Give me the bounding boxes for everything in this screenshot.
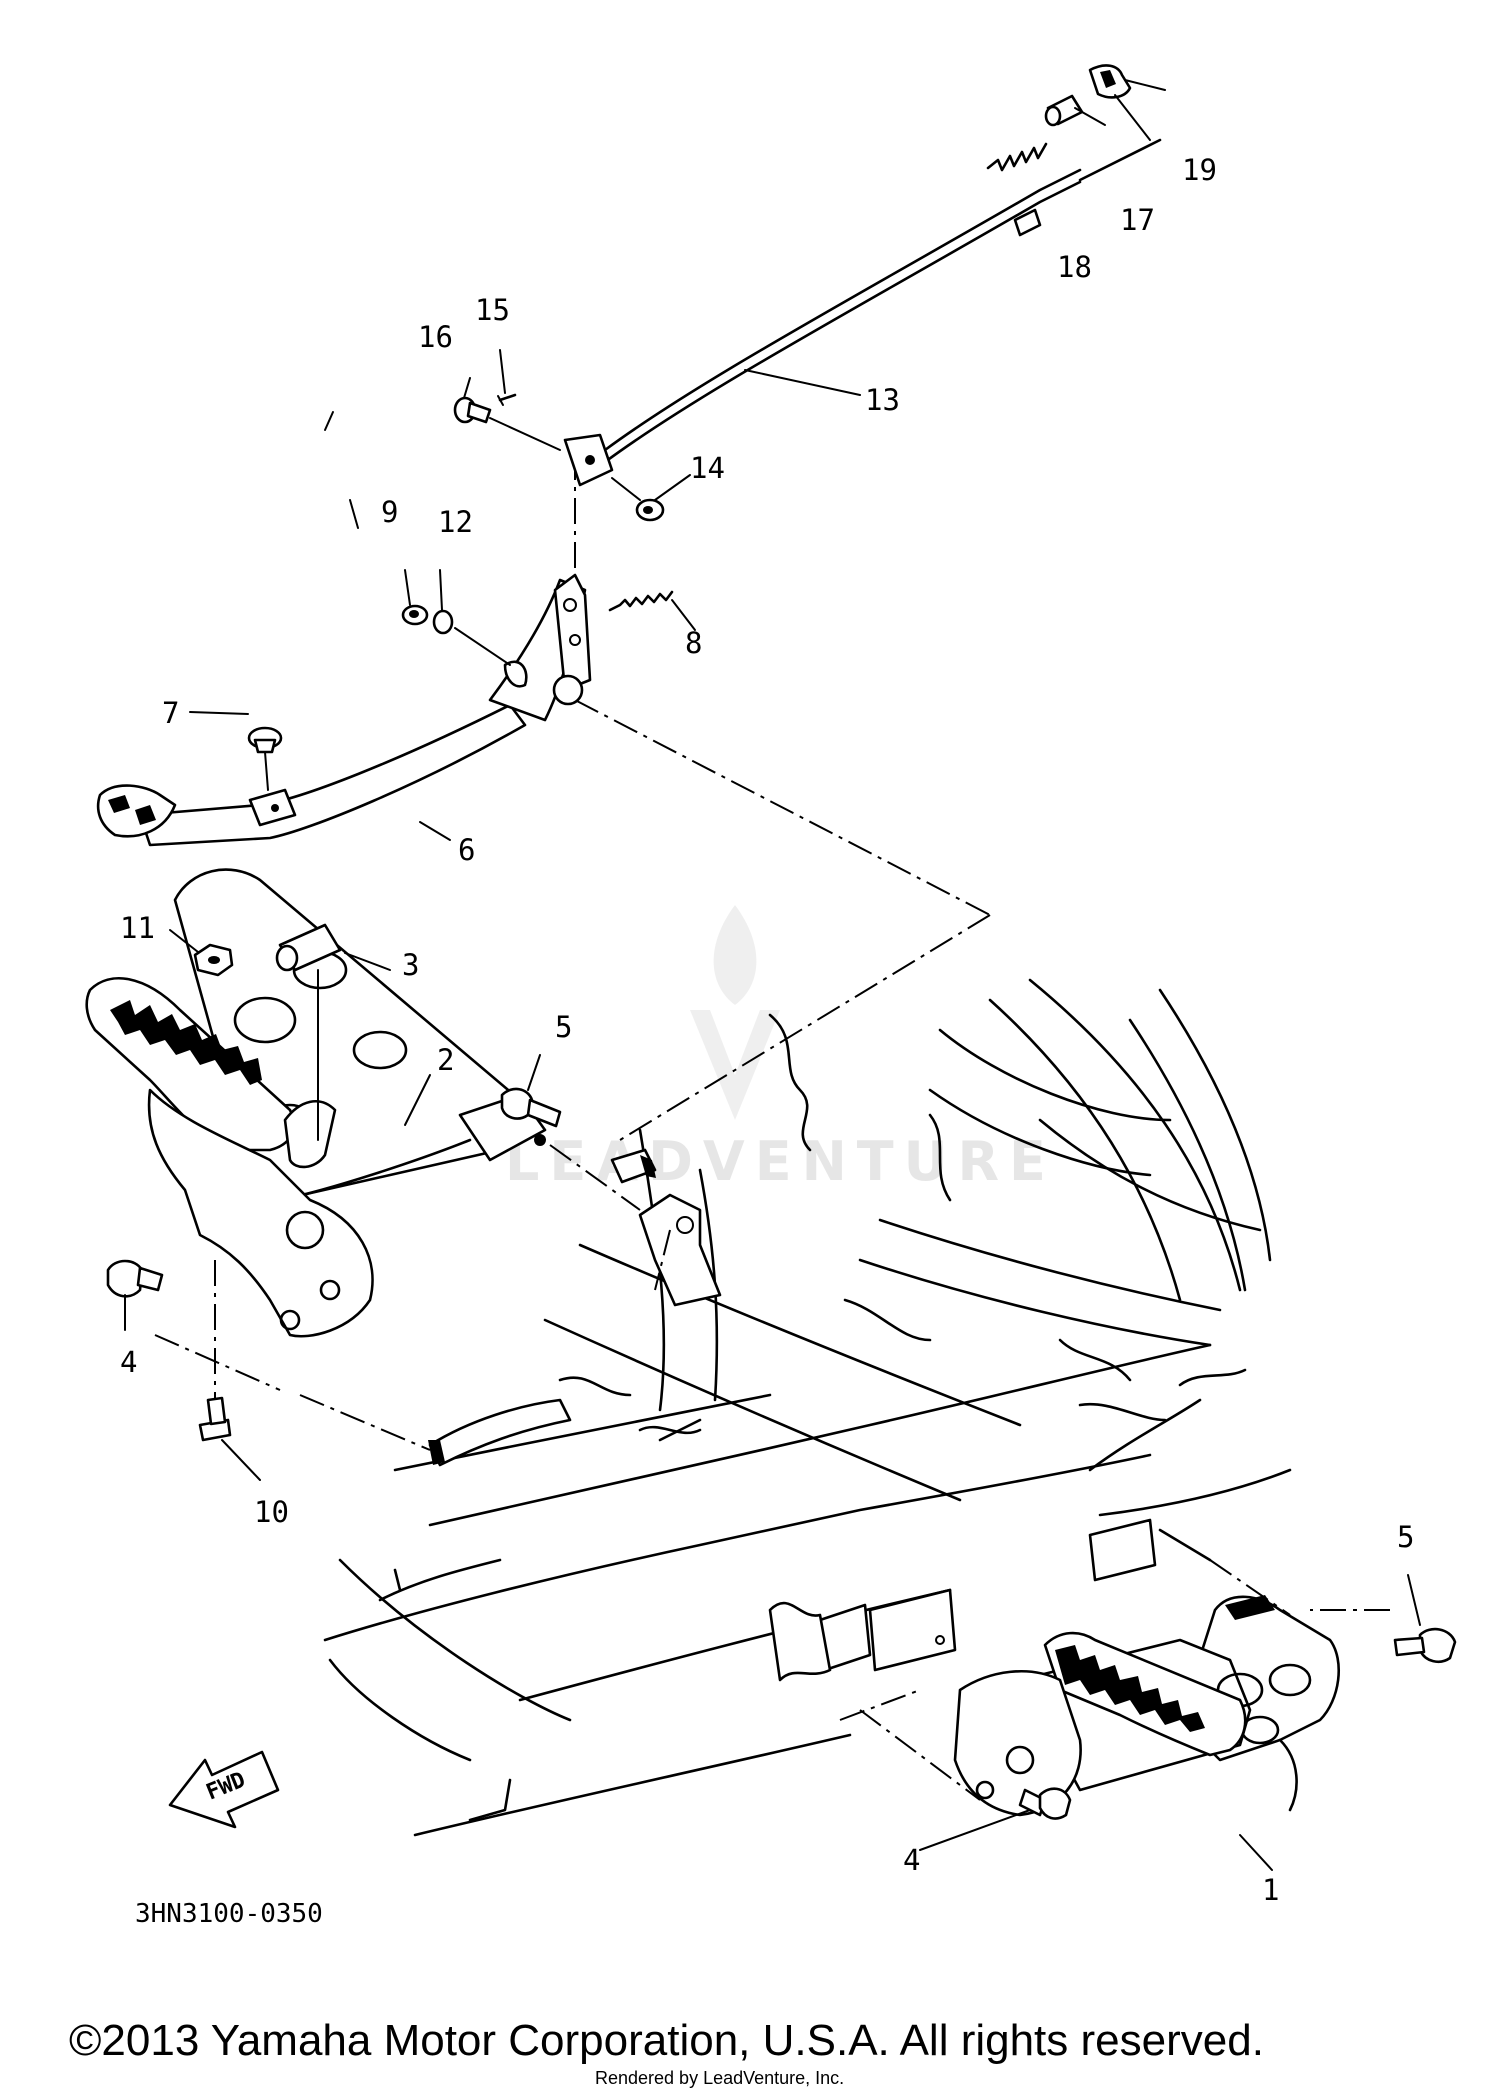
callout-19: 19: [1182, 153, 1217, 187]
cotter-pin-15: [497, 393, 517, 406]
callout-4-right: 4: [903, 1843, 920, 1877]
spring-18: [986, 142, 1048, 172]
watermark: LEADVENTURE: [505, 905, 1056, 1193]
brake-rod-13: [563, 138, 1162, 487]
frame: [323, 978, 1292, 1837]
spring-8: [608, 590, 674, 612]
nut-9: [401, 604, 429, 626]
bolt-5-right: [1393, 1627, 1457, 1664]
nut-11: [193, 943, 234, 977]
diagram-code: 3HN3100-0350: [135, 1899, 323, 1929]
pin-16: [453, 396, 561, 451]
callout-8: 8: [685, 626, 702, 660]
callout-labels: 1 2 3 4 5 6 7 8 9 10 11 12 13 14 15 16 1…: [120, 153, 1414, 1907]
callout-2: 2: [437, 1043, 454, 1077]
callout-1: 1: [1262, 1873, 1279, 1907]
adjusting-nut-19: [1088, 64, 1132, 99]
callout-12: 12: [438, 505, 473, 539]
collar-center: [610, 1148, 657, 1184]
callout-5-right: 5: [1397, 1520, 1414, 1554]
callout-9: 9: [381, 495, 398, 529]
render-credit: Rendered by LeadVenture, Inc.: [595, 2068, 844, 2088]
pin-3: [275, 923, 342, 1141]
bolt-4-left: [106, 1259, 164, 1298]
callout-11: 11: [120, 911, 155, 945]
callout-6: 6: [458, 833, 475, 867]
bolt-4-right: [1018, 1787, 1072, 1820]
callout-17: 17: [1120, 203, 1155, 237]
bolt-5-left: [500, 1087, 562, 1128]
washer-12: [432, 609, 511, 666]
callout-13: 13: [865, 383, 900, 417]
copyright-text: ©2013 Yamaha Motor Corporation, U.S.A. A…: [69, 2016, 1264, 2065]
pedal-cap-7: [247, 726, 283, 791]
callout-15: 15: [475, 293, 510, 327]
fwd-arrow-icon: FWD: [168, 1750, 280, 1829]
callout-5: 5: [555, 1010, 572, 1044]
nut-14: [611, 477, 665, 522]
leader-lines: [124, 79, 1421, 1871]
brake-pedal-6: [96, 573, 592, 847]
watermark-text: LEADVENTURE: [505, 1130, 1056, 1193]
pin-17: [1044, 94, 1084, 127]
footrest-1: [953, 1595, 1341, 1817]
bolt-10: [198, 1396, 232, 1442]
callout-4: 4: [120, 1345, 137, 1379]
callout-7: 7: [162, 696, 179, 730]
callout-14: 14: [690, 451, 725, 485]
callout-10: 10: [254, 1495, 289, 1529]
step-plate-left: [85, 977, 374, 1338]
callout-16: 16: [418, 320, 453, 354]
callout-3: 3: [402, 948, 419, 982]
callout-18: 18: [1057, 250, 1092, 284]
